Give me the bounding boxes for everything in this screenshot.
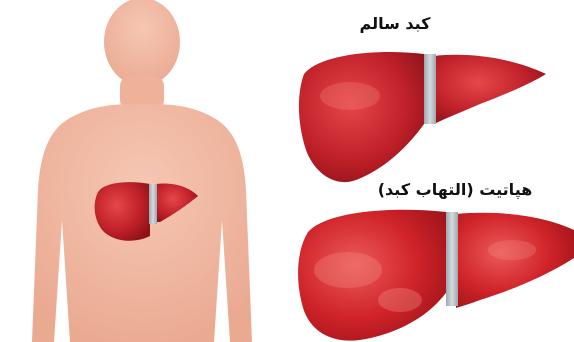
healthy-liver-left-lobe bbox=[434, 55, 546, 124]
human-body-silhouette bbox=[32, 0, 252, 342]
healthy-liver-ligament bbox=[424, 54, 436, 124]
healthy-liver-label: کبد سالم bbox=[330, 14, 460, 34]
body-head bbox=[104, 0, 180, 86]
healthy-liver bbox=[299, 52, 546, 182]
healthy-liver-right-lobe bbox=[299, 52, 428, 182]
hepatitis-liver-label: هپاتیت (التهاب کبد) bbox=[360, 180, 550, 200]
hepatitis-liver-left-lobe bbox=[456, 213, 574, 308]
hepatitis-liver-ligament bbox=[446, 212, 458, 306]
hepatitis-liver bbox=[298, 210, 574, 341]
